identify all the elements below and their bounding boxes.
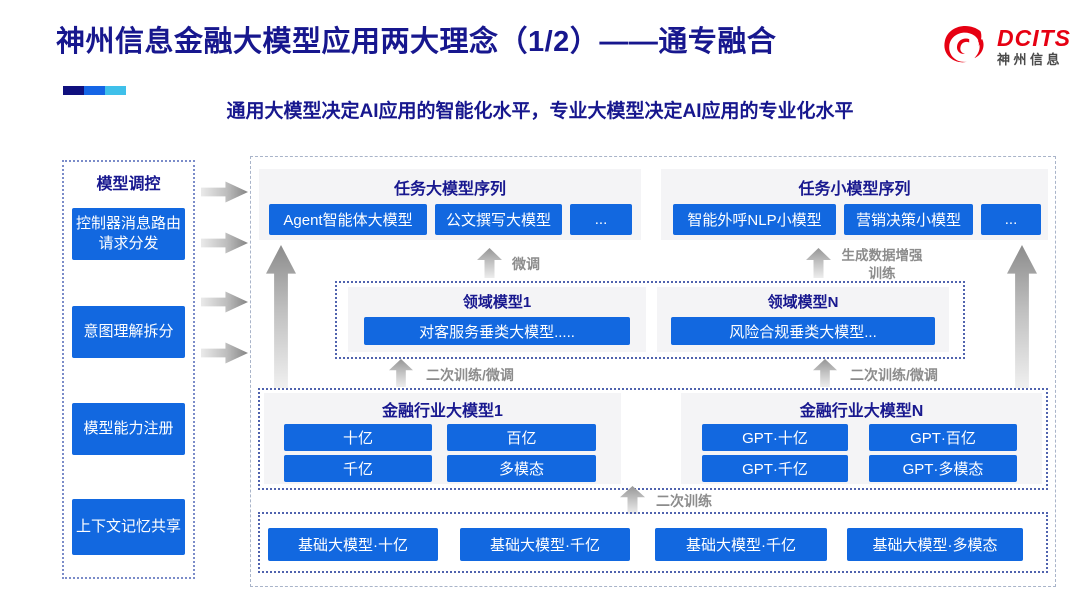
domain-models-frame bbox=[335, 281, 965, 359]
domain-model-n-panel: 领域模型N 风险合规垂类大模型... bbox=[657, 287, 949, 352]
sidebar-item-context: 上下文记忆共享 bbox=[72, 499, 185, 555]
dcits-logo: DCITS 神州信息 bbox=[938, 20, 1071, 77]
node-base-100b-a: 基础大模型·千亿 bbox=[460, 528, 630, 561]
label-gen-data-training: 生成数据增强训练 bbox=[841, 248, 923, 281]
logo-brand-text: DCITS bbox=[997, 25, 1071, 51]
node-10b: 百亿 bbox=[447, 424, 596, 451]
accent-segment-dark bbox=[63, 86, 84, 95]
accent-segment-cyan bbox=[105, 86, 126, 95]
right-arrow-icon bbox=[201, 232, 248, 254]
node-base-100b-b: 基础大模型·千亿 bbox=[655, 528, 827, 561]
sidebar-title: 模型调控 bbox=[96, 176, 161, 193]
node-risk-compliance-model: 风险合规垂类大模型... bbox=[671, 317, 935, 345]
node-task-large-more: ... bbox=[570, 204, 632, 235]
right-arrow-icon bbox=[201, 291, 248, 313]
node-doc-writing-model: 公文撰写大模型 bbox=[435, 204, 562, 235]
node-base-multimodal: 基础大模型·多模态 bbox=[847, 528, 1023, 561]
sidebar-item-router: 控制器消息路由请求分发 bbox=[72, 208, 185, 260]
node-agent-large-model: Agent智能体大模型 bbox=[269, 204, 427, 235]
node-marketing-model: 营销决策小模型 bbox=[844, 204, 973, 235]
accent-segment-mid bbox=[84, 86, 105, 95]
sidebar-item-register: 模型能力注册 bbox=[72, 403, 185, 455]
task-large-model-panel: 任务大模型序列 Agent智能体大模型 公文撰写大模型 ... bbox=[259, 169, 641, 240]
industry-model-n-title: 金融行业大模型N bbox=[799, 403, 924, 420]
node-task-small-more: ... bbox=[981, 204, 1041, 235]
node-gpt-100b: GPT·千亿 bbox=[702, 455, 848, 482]
label-retrain: 二次训练 bbox=[656, 493, 712, 509]
industry-models-frame bbox=[258, 388, 1048, 490]
node-outbound-nlp-model: 智能外呼NLP小模型 bbox=[673, 204, 836, 235]
main-diagram-frame bbox=[250, 156, 1056, 587]
label-retrain-finetune-left: 二次训练/微调 bbox=[426, 367, 514, 383]
node-customer-service-model: 对客服务垂类大模型..... bbox=[364, 317, 630, 345]
node-base-1b: 基础大模型·十亿 bbox=[268, 528, 438, 561]
domain-model-1-title: 领域模型1 bbox=[462, 294, 532, 311]
domain-model-1-panel: 领域模型1 对客服务垂类大模型..... bbox=[348, 287, 646, 352]
page-subtitle: 通用大模型决定AI应用的智能化水平，专业大模型决定AI应用的专业化水平 bbox=[226, 101, 854, 122]
label-fine-tune: 微调 bbox=[512, 256, 540, 272]
task-large-title: 任务大模型序列 bbox=[393, 181, 506, 198]
logo-company-text: 神州信息 bbox=[997, 52, 1064, 68]
node-gpt-10b: GPT·百亿 bbox=[869, 424, 1017, 451]
node-multimodal: 多模态 bbox=[447, 455, 596, 482]
task-small-model-panel: 任务小模型序列 智能外呼NLP小模型 营销决策小模型 ... bbox=[661, 169, 1048, 240]
node-gpt-1b: GPT·十亿 bbox=[702, 424, 848, 451]
page-title: 神州信息金融大模型应用两大理念（1/2）——通专融合 bbox=[56, 26, 777, 58]
domain-model-n-title: 领域模型N bbox=[767, 294, 839, 311]
sidebar-item-intent: 意图理解拆分 bbox=[72, 306, 185, 358]
right-arrow-icon bbox=[201, 181, 248, 203]
accent-bar bbox=[63, 86, 126, 95]
right-arrow-icon bbox=[201, 342, 248, 364]
dcits-swirl-icon bbox=[938, 20, 990, 77]
label-retrain-finetune-right: 二次训练/微调 bbox=[850, 367, 938, 383]
base-models-frame: 基础大模型·十亿 基础大模型·千亿 基础大模型·千亿 基础大模型·多模态 bbox=[258, 512, 1048, 573]
node-gpt-multimodal: GPT·多模态 bbox=[869, 455, 1017, 482]
sidebar-model-control: 模型调控 控制器消息路由请求分发 意图理解拆分 模型能力注册 上下文记忆共享 bbox=[62, 160, 195, 579]
industry-model-1-panel: 金融行业大模型1 十亿 百亿 千亿 多模态 bbox=[264, 393, 621, 484]
task-small-title: 任务小模型序列 bbox=[798, 181, 911, 198]
industry-model-n-panel: 金融行业大模型N GPT·十亿 GPT·百亿 GPT·千亿 GPT·多模态 bbox=[681, 393, 1042, 484]
industry-model-1-title: 金融行业大模型1 bbox=[382, 403, 503, 420]
node-100b: 千亿 bbox=[284, 455, 432, 482]
node-1b: 十亿 bbox=[284, 424, 432, 451]
